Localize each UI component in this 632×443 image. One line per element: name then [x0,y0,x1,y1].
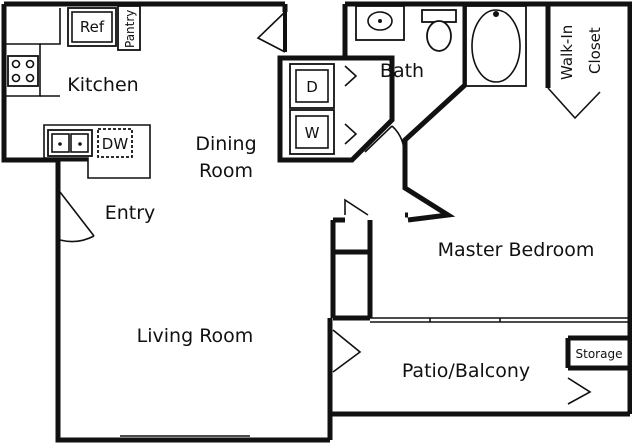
entry-door [59,191,95,243]
walk-in-label: Walk-In [558,25,576,80]
bath-sink-icon [355,5,405,41]
patio-slider [370,317,630,323]
ref-label: Ref [80,18,105,36]
walk-in-closet-walls [402,4,601,158]
dining-label-2: Room [199,160,253,182]
master-bedroom-walls [330,158,456,321]
refrigerator: Ref [67,7,117,47]
closet-label: Closet [586,27,604,74]
dw-label: DW [102,135,129,153]
living-room-label: Living Room [137,325,254,347]
sink-icon [47,129,93,157]
washer-label: W [305,124,320,142]
bath-label: Bath [380,60,424,82]
dishwasher: DW [97,128,133,158]
storage-label: Storage [576,347,623,361]
dining-label-1: Dining [195,133,256,155]
entry-label: Entry [105,202,156,224]
pantry-label: Pantry [123,10,137,48]
laundry: D W [289,63,358,155]
bathtub-icon [465,5,527,87]
patio-label: Patio/Balcony [402,360,530,382]
dryer-label: D [306,78,318,96]
master-bedroom-label: Master Bedroom [438,239,595,261]
hall-closet-door [256,4,287,53]
storage-walls [565,335,630,405]
bath-walls [277,4,468,163]
stove-icon [7,55,39,87]
bedroom-door [344,198,369,216]
pantry: Pantry [117,5,141,51]
patio-door [327,318,362,414]
kitchen-counter [4,8,151,179]
toilet-icon [421,9,457,52]
bath-door [364,125,405,157]
kitchen-label: Kitchen [67,74,138,96]
